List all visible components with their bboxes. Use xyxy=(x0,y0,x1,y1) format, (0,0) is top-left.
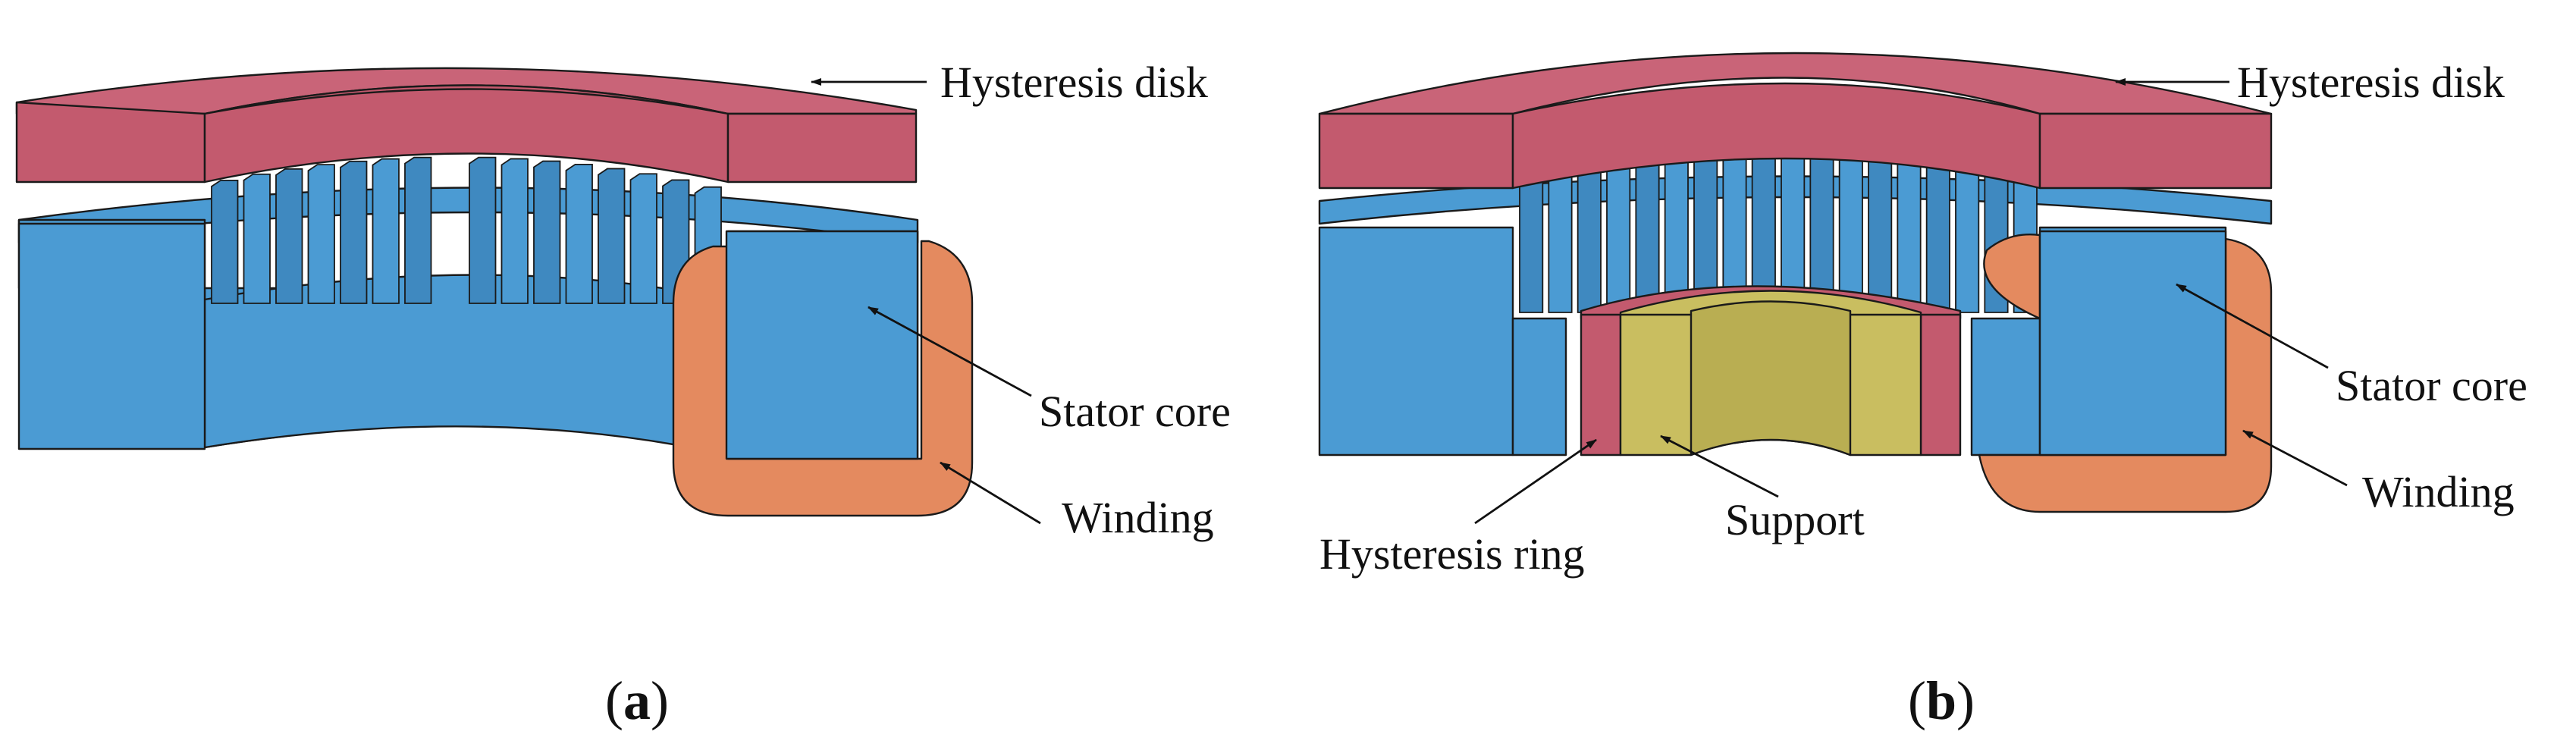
stator-tooth-a xyxy=(340,160,368,304)
stator-cut-face-left-b xyxy=(1318,226,1514,457)
label-hysteresis-ring-b: Hysteresis ring xyxy=(1319,529,1585,579)
stator-tooth-b xyxy=(1868,149,1893,313)
hysteresis-disk-b xyxy=(1318,52,2273,190)
disk-front-left-a xyxy=(15,101,206,184)
stator-tooth-b xyxy=(1548,165,1573,313)
arrow-winding-b xyxy=(2242,429,2348,487)
label-stator-core-a: Stator core xyxy=(1039,387,1231,436)
stator-tooth-a xyxy=(307,164,335,304)
disk-front-right-b xyxy=(2038,112,2273,190)
stator-tooth-a xyxy=(629,173,657,304)
ring-right-wall-b xyxy=(1919,313,1962,457)
winding-right-b xyxy=(1978,237,2273,513)
caption-b: (b) xyxy=(1908,670,1975,731)
winding-a xyxy=(672,240,974,517)
stator-teeth-b xyxy=(1519,145,2038,313)
stator-tooth-b xyxy=(1838,147,1863,313)
arrow-stator-core-a xyxy=(868,306,1032,397)
panel-b: Hysteresis disk Stator core Winding Hyst… xyxy=(1318,52,2527,731)
stator-core-block-right-a xyxy=(725,230,919,460)
stator-tooth-a xyxy=(469,156,497,304)
stator-tooth-b xyxy=(1635,152,1660,313)
arrow-stator-core-b xyxy=(2176,283,2329,369)
disk-inner-wall-a xyxy=(203,88,730,184)
caption-a: (a) xyxy=(605,670,669,731)
label-hysteresis-disk-b: Hysteresis disk xyxy=(2237,58,2505,107)
arrow-support-b xyxy=(1660,435,1779,498)
stator-tooth-a xyxy=(211,179,239,304)
label-support-b: Support xyxy=(1725,495,1865,544)
stator-tooth-a xyxy=(243,173,271,304)
stator-tooth-b xyxy=(1925,156,1950,313)
winding-left-b xyxy=(1983,234,2041,320)
ring-left-wall-b xyxy=(1580,313,1622,457)
label-winding-b: Winding xyxy=(2362,467,2515,516)
support-inner-boss-b xyxy=(1690,300,1852,457)
arrow-winding-a xyxy=(940,461,1041,525)
stator-cut-face-left-a xyxy=(17,222,206,450)
winding-body-a xyxy=(672,240,974,517)
disk-front-left-b xyxy=(1318,112,1514,190)
stator-tooth-a xyxy=(533,160,561,304)
stator-tooth-b xyxy=(1897,152,1922,313)
stator-core-block-right-b xyxy=(2038,230,2227,457)
support-b xyxy=(1619,290,1922,457)
stator-tooth-b xyxy=(1577,160,1602,313)
stator-tooth-b xyxy=(1664,149,1689,313)
stator-core-a xyxy=(17,156,919,460)
disk-front-right-a xyxy=(726,112,918,184)
label-stator-core-b: Stator core xyxy=(2336,361,2527,410)
disk-inner-wall-b xyxy=(1511,82,2041,190)
label-winding-a: Winding xyxy=(1062,493,1214,542)
winding-b xyxy=(1978,234,2273,513)
stator-tooth-a xyxy=(565,163,593,304)
stator-tooth-a xyxy=(598,168,626,304)
stator-tooth-a xyxy=(500,158,529,304)
panel-a: Hysteresis disk Stator core Winding (a) xyxy=(15,58,1231,731)
stator-tooth-b xyxy=(1955,161,1980,313)
disk-top-face-b xyxy=(1318,52,2273,115)
stator-tooth-a xyxy=(404,156,432,304)
arrow-hysteresis-ring-b xyxy=(1474,438,1597,525)
stator-tooth-b xyxy=(1606,155,1631,313)
label-hysteresis-disk-a: Hysteresis disk xyxy=(940,58,1208,107)
stator-step-right-b xyxy=(1970,317,2041,457)
stator-step-left-b xyxy=(1511,317,1567,457)
stator-tooth-a xyxy=(372,158,400,304)
stator-tooth-b xyxy=(1519,171,1544,313)
stator-tooth-a xyxy=(275,168,303,304)
hysteresis-disk-a xyxy=(15,67,918,184)
